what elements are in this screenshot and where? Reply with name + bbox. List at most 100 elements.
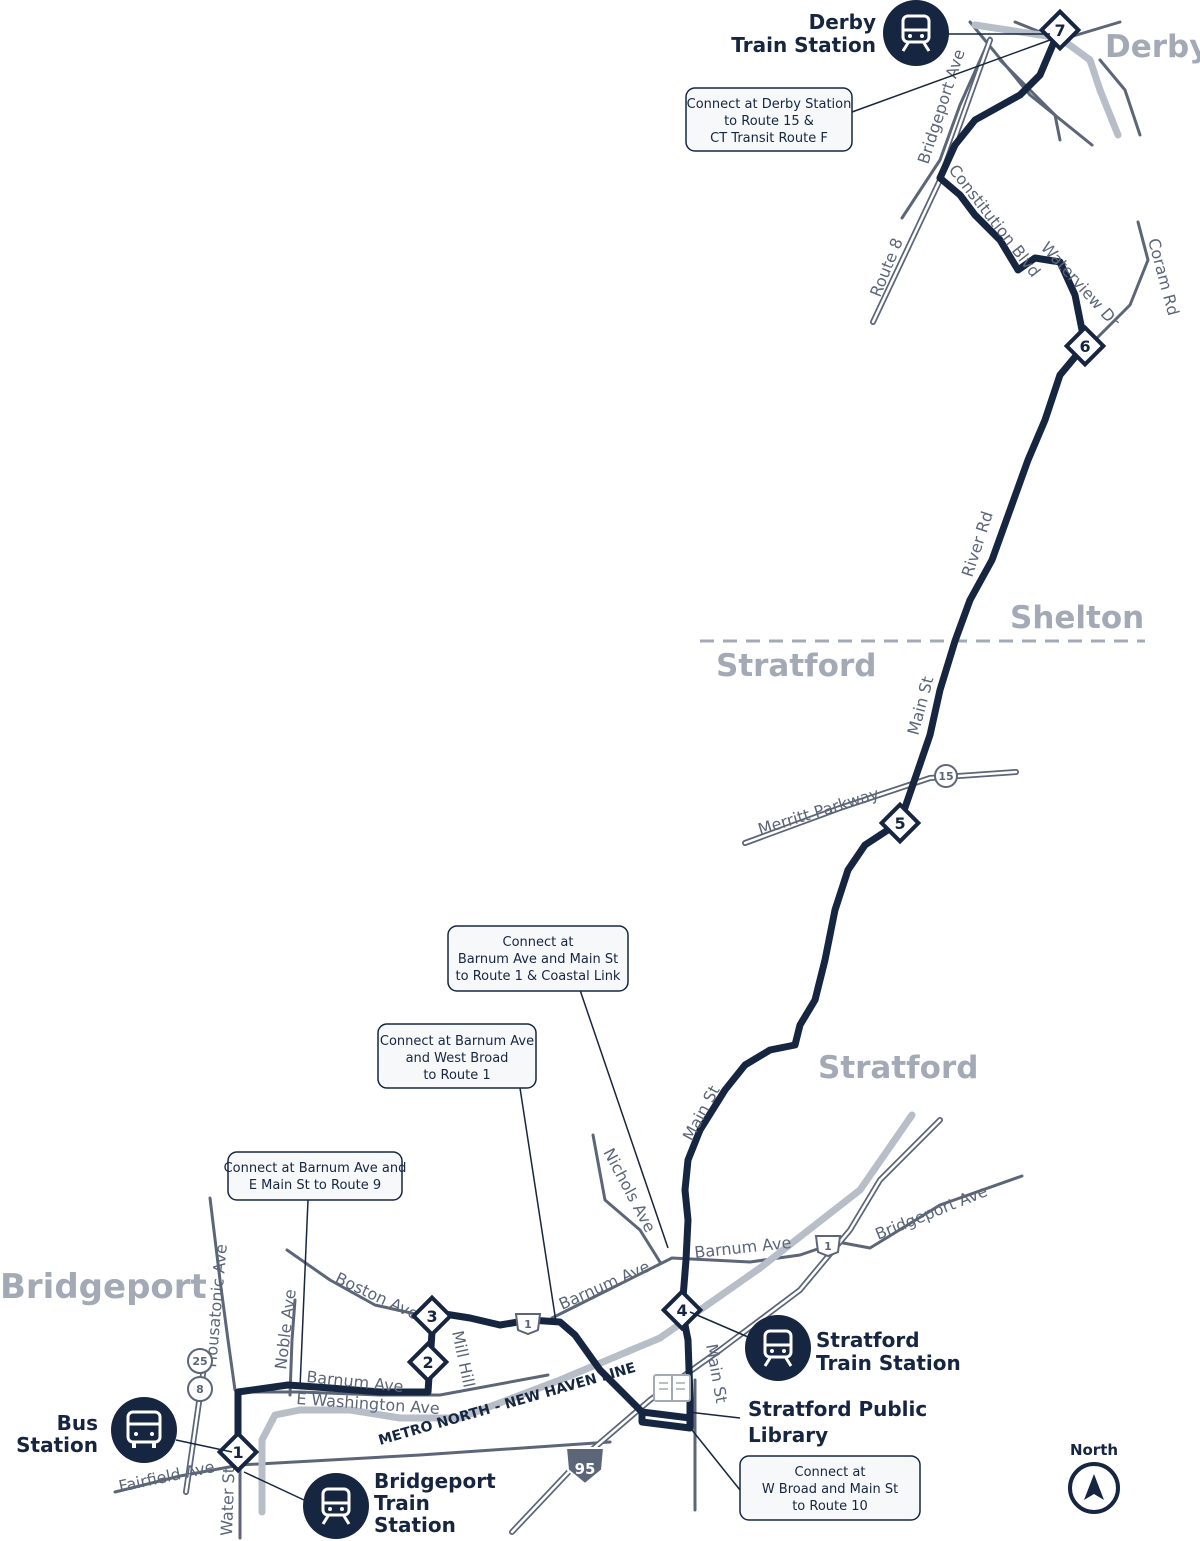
- svg-text:1: 1: [524, 1318, 532, 1331]
- street-labels: Bridgeport Ave Route 8 Constitution Blvd…: [117, 47, 1183, 1536]
- train-icon: [745, 1315, 811, 1381]
- north-arrow-icon: [1068, 1462, 1120, 1514]
- shield-i95: 95: [564, 1447, 606, 1486]
- road-housatonic-ave: [208, 1196, 237, 1392]
- label-water-st: Water St: [217, 1467, 238, 1536]
- callout-wbroad-main: Connect at W Broad and Main St to Route …: [691, 1429, 921, 1521]
- road-coram-rd: [1088, 220, 1150, 347]
- town-stratford-south: Stratford: [818, 1050, 978, 1086]
- bus-route: [234, 24, 1089, 1456]
- label-merritt-parkway: Merritt Parkway: [756, 784, 882, 839]
- svg-text:Connect at: Connect at: [795, 1465, 866, 1480]
- bridgeport-station-sub1: Train: [374, 1491, 430, 1515]
- road-derby-4: [998, 58, 1062, 142]
- shields: 15 1 1 25 8 95: [187, 764, 958, 1486]
- bridgeport-station-name: Bridgeport: [374, 1469, 496, 1493]
- callout-barnum-main: Connect at Barnum Ave and Main St to Rou…: [447, 925, 669, 1249]
- stop-7[interactable]: 7: [1038, 8, 1082, 52]
- svg-text:2: 2: [422, 1353, 433, 1372]
- stop-4[interactable]: 4: [660, 1288, 704, 1332]
- train-icon: [883, 0, 949, 66]
- stratford-station-name: Stratford: [816, 1328, 920, 1352]
- rail-metro-north-ticks: [258, 1113, 915, 1512]
- town-shelton: Shelton: [1010, 600, 1144, 636]
- svg-text:1: 1: [232, 1443, 243, 1462]
- label-fairfield-ave: Fairfield Ave: [117, 1457, 216, 1496]
- derby-station[interactable]: Derby Train Station: [731, 0, 1050, 66]
- bus-station-name: Bus: [57, 1411, 98, 1435]
- library-sub: Library: [748, 1423, 828, 1447]
- svg-text:Connect at Barnum Ave and: Connect at Barnum Ave and: [224, 1161, 407, 1176]
- label-noble-ave: Noble Ave: [271, 1288, 300, 1370]
- stop-2[interactable]: 2: [406, 1340, 450, 1384]
- shield-route-15: 15: [934, 764, 958, 788]
- svg-text:15: 15: [938, 770, 953, 783]
- stop-3[interactable]: 3: [410, 1294, 454, 1338]
- stratford-library[interactable]: Stratford Public Library: [653, 1374, 927, 1447]
- svg-text:4: 4: [676, 1301, 687, 1320]
- callout-barnum-westbroad: Connect at Barnum Ave and West Broad to …: [377, 1023, 557, 1323]
- svg-text:Connect at Barnum Ave: Connect at Barnum Ave: [380, 1034, 534, 1049]
- callout-derby: Connect at Derby Station to Route 15 & C…: [685, 39, 1051, 152]
- shield-route-25: 25: [187, 1348, 213, 1374]
- svg-text:to Route 1: to Route 1: [423, 1068, 490, 1083]
- svg-text:E Main St to Route 9: E Main St to Route 9: [249, 1178, 381, 1193]
- svg-text:W Broad and Main St: W Broad and Main St: [762, 1482, 898, 1497]
- svg-text:Barnum Ave and Main St: Barnum Ave and Main St: [458, 952, 618, 967]
- roads: [113, 20, 1150, 1540]
- north-label: North: [1070, 1441, 1118, 1459]
- svg-text:6: 6: [1079, 337, 1090, 356]
- svg-text:CT Transit Route F: CT Transit Route F: [710, 131, 828, 146]
- svg-text:8: 8: [196, 1383, 204, 1396]
- callout-barnum-emain: Connect at Barnum Ave and E Main St to R…: [224, 1151, 407, 1389]
- svg-text:1: 1: [824, 1240, 832, 1253]
- stop-1[interactable]: 1: [216, 1430, 260, 1474]
- bus-station[interactable]: Bus Station: [16, 1397, 233, 1463]
- library-name: Stratford Public: [748, 1397, 927, 1421]
- road-noble-ave: [288, 1298, 297, 1397]
- bridgeport-station[interactable]: Bridgeport Train Station: [243, 1469, 496, 1539]
- svg-text:3: 3: [426, 1307, 437, 1326]
- bus-station-sub: Station: [16, 1433, 98, 1457]
- svg-text:95: 95: [575, 1460, 596, 1478]
- town-bridgeport: Bridgeport: [0, 1267, 207, 1307]
- route-library-loop: [638, 1408, 694, 1422]
- rail-lines: [258, 21, 1122, 1516]
- label-barnum-ave-mid: Barnum Ave: [556, 1257, 653, 1314]
- route-main-line: [234, 24, 1089, 1456]
- town-labels: Derby Shelton Stratford Stratford Bridge…: [0, 29, 1200, 1307]
- svg-text:to Route 1 & Coastal Link: to Route 1 & Coastal Link: [456, 969, 621, 984]
- stop-markers: 7 6 5 4 3 2 1: [216, 8, 1107, 1474]
- stop-5[interactable]: 5: [878, 801, 922, 845]
- svg-text:25: 25: [192, 1355, 207, 1368]
- road-nichols-ave: [591, 1133, 662, 1264]
- svg-text:5: 5: [894, 814, 905, 833]
- town-stratford-north: Stratford: [716, 648, 876, 684]
- svg-text:Connect at: Connect at: [503, 935, 574, 950]
- bridgeport-station-sub2: Station: [374, 1513, 456, 1537]
- svg-text:7: 7: [1054, 21, 1065, 40]
- label-boston-ave: Boston Ave: [332, 1268, 421, 1323]
- shield-route-1-b: 1: [814, 1235, 842, 1258]
- book-icon: [653, 1374, 691, 1402]
- road-derby-3: [1098, 58, 1142, 137]
- stratford-station[interactable]: Stratford Train Station: [689, 1311, 961, 1381]
- town-derby: Derby: [1105, 29, 1200, 65]
- stop-6[interactable]: 6: [1063, 324, 1107, 368]
- derby-station-sub: Train Station: [731, 33, 876, 57]
- derby-station-name: Derby: [809, 10, 876, 34]
- svg-text:to Route 10: to Route 10: [792, 1499, 868, 1514]
- road-merritt-parkway-inner: [743, 770, 1018, 845]
- road-bridgeport-ave-north: [900, 36, 992, 220]
- label-mill-hill: Mill Hill: [448, 1329, 479, 1389]
- label-bridgeport-ave-south: Bridgeport Ave: [872, 1181, 990, 1243]
- bus-icon: [111, 1397, 177, 1463]
- label-coram-rd: Coram Rd: [1144, 236, 1183, 318]
- label-constitution-blvd: Constitution Blvd: [945, 161, 1045, 281]
- shield-route-8: 8: [187, 1376, 213, 1402]
- stratford-station-sub: Train Station: [816, 1351, 961, 1375]
- shield-route-1-a: 1: [514, 1313, 542, 1336]
- north-indicator: North: [1068, 1441, 1120, 1514]
- svg-text:Connect at Derby Station: Connect at Derby Station: [687, 97, 852, 112]
